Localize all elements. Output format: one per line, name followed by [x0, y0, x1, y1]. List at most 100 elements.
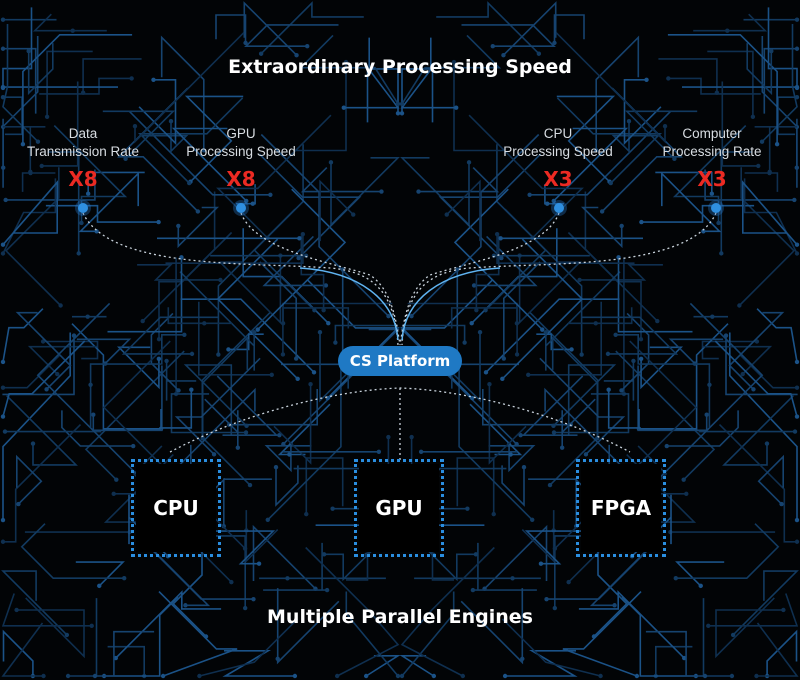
- circuit-pad: [20, 141, 26, 147]
- circuit-trace: [245, 510, 279, 563]
- circuit-trace: [472, 542, 537, 591]
- circuit-pad: [634, 673, 640, 679]
- circuit-pad: [242, 605, 248, 611]
- circuit-pad: [606, 387, 611, 392]
- circuit-pad: [477, 330, 483, 335]
- circuit-pad: [3, 197, 8, 203]
- circuit-pad: [395, 111, 401, 116]
- circuit-trace: [551, 336, 599, 439]
- circuit-trace: [68, 598, 98, 677]
- circuit-trace: [180, 298, 315, 373]
- circuit-pad: [114, 477, 119, 482]
- circuit-pad: [501, 53, 506, 58]
- circuit-trace: [160, 389, 193, 429]
- circuit-trace: [400, 279, 493, 399]
- glow-line: [299, 267, 399, 341]
- chip-cpu: CPU: [131, 459, 221, 557]
- metric-node-icon: [78, 203, 88, 213]
- circuit-pad: [593, 148, 599, 153]
- circuit-pad: [599, 209, 605, 214]
- circuit-pad: [269, 372, 274, 378]
- connector-line: [399, 212, 560, 346]
- circuit-pad: [494, 231, 500, 237]
- circuit-trace: [199, 618, 299, 677]
- circuit-pad: [710, 314, 715, 319]
- circuit-trace: [425, 548, 476, 582]
- circuit-pad: [608, 180, 613, 186]
- circuit-pad: [774, 141, 780, 147]
- circuit-pad: [514, 352, 520, 357]
- circuit-pad: [0, 251, 6, 256]
- circuit-trace: [720, 151, 753, 254]
- circuit-pad: [465, 506, 470, 511]
- circuit-pad: [544, 596, 549, 602]
- circuit-trace: [714, 340, 798, 417]
- circuit-pad: [189, 387, 194, 392]
- circuit-pad: [545, 201, 550, 206]
- circuit-trace: [436, 1, 540, 55]
- circuit-pad: [0, 46, 6, 51]
- circuit-pad: [794, 46, 800, 51]
- circuit-pad: [97, 583, 102, 589]
- circuit-pad: [579, 352, 584, 357]
- circuit-trace: [460, 588, 524, 665]
- circuit-pad: [277, 432, 282, 438]
- circuit-trace: [4, 167, 62, 307]
- metric-value: X3: [697, 167, 727, 191]
- circuit-trace: [524, 530, 597, 565]
- circuit-pad: [334, 673, 340, 679]
- circuit-pad: [518, 432, 523, 438]
- circuit-trace: [170, 393, 246, 434]
- circuit-trace: [15, 311, 72, 390]
- circuit-pad: [395, 673, 401, 679]
- circuit-pad: [211, 452, 217, 457]
- circuit-pad: [285, 576, 290, 581]
- circuit-pad: [794, 539, 800, 544]
- circuit-trace: [461, 24, 556, 47]
- circuit-pad: [666, 76, 671, 81]
- circuit-trace: [502, 1, 557, 56]
- circuit-trace: [693, 13, 768, 32]
- circuit-pad: [662, 124, 668, 129]
- circuit-trace: [45, 204, 159, 223]
- circuit-trace: [282, 302, 393, 324]
- circuit-trace: [305, 457, 344, 515]
- circuit-pad: [0, 539, 6, 544]
- circuit-trace: [1, 593, 92, 627]
- circuit-pad: [619, 223, 624, 229]
- circuit-trace: [501, 465, 525, 507]
- circuit-trace: [275, 465, 299, 507]
- circuit-pad: [312, 308, 317, 313]
- metric-label: Data: [68, 126, 98, 141]
- circuit-pad: [189, 351, 195, 357]
- circuit-trace: [324, 548, 375, 582]
- circuit-pad: [639, 219, 644, 225]
- circuit-pad: [706, 623, 711, 629]
- circuit-trace: [203, 530, 276, 565]
- circuit-trace: [539, 357, 626, 455]
- circuit-trace: [722, 395, 794, 466]
- metric-label: Computer: [682, 126, 742, 141]
- circuit-trace: [222, 650, 295, 677]
- metric-value: X3: [543, 167, 573, 191]
- circuit-trace: [757, 454, 784, 505]
- circuit-pad: [0, 85, 6, 91]
- metric-value: X8: [68, 167, 98, 191]
- cs-platform-badge[interactable]: CS Platform: [338, 346, 462, 376]
- circuit-pad: [709, 191, 715, 196]
- circuit-pad: [132, 124, 138, 129]
- circuit-trace: [715, 597, 784, 659]
- circuit-trace: [6, 395, 78, 466]
- circuit-pad: [779, 501, 784, 507]
- circuit-trace: [738, 167, 796, 307]
- circuit-pad: [14, 607, 19, 613]
- circuit-trace: [666, 410, 739, 447]
- circuit-trace: [763, 47, 797, 114]
- circuit-trace: [740, 355, 797, 389]
- circuit-trace: [640, 346, 684, 390]
- circuit-pad: [330, 506, 335, 511]
- circuit-trace: [174, 357, 261, 455]
- circuit-pad: [244, 198, 249, 204]
- connector-line: [401, 212, 717, 346]
